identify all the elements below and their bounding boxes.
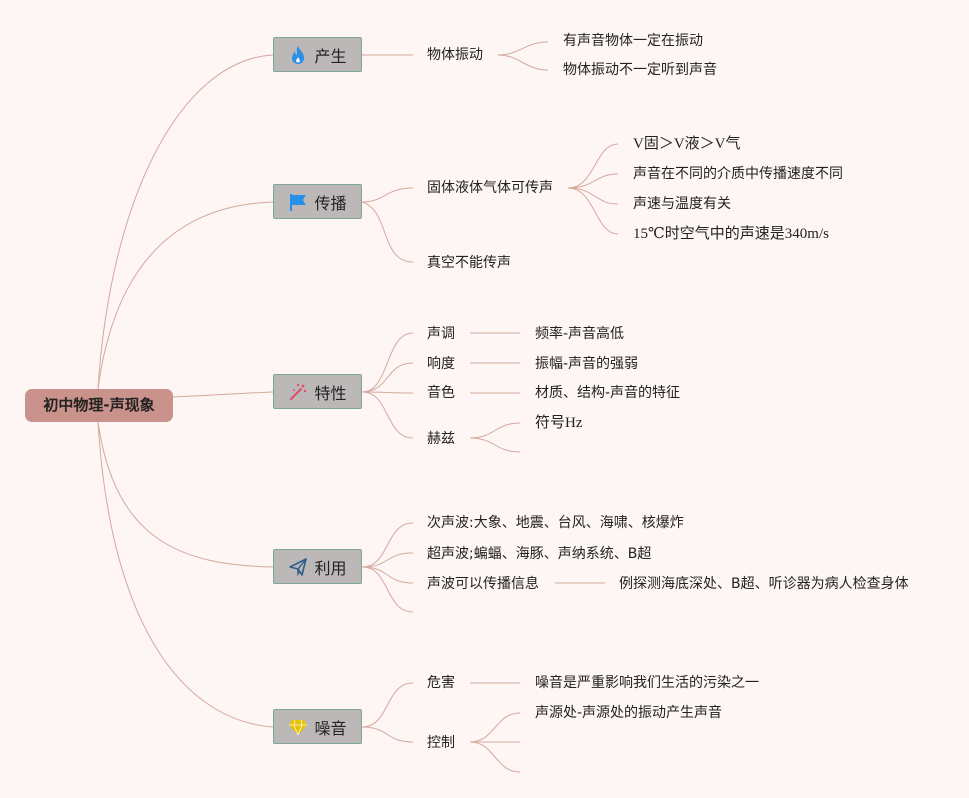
- topic-node[interactable]: 音色: [427, 385, 455, 401]
- topic-node[interactable]: 固体液体气体可传声: [427, 180, 553, 196]
- topic-node[interactable]: 声调: [427, 326, 455, 342]
- branch-label: 传播: [314, 193, 347, 213]
- connector: [361, 682, 414, 728]
- topic-node[interactable]: 控制: [427, 735, 455, 751]
- root-node[interactable]: 初中物理-声现象: [25, 389, 173, 422]
- topic-node[interactable]: 赫兹: [427, 431, 455, 447]
- connector: [361, 552, 414, 568]
- connector: [469, 741, 521, 773]
- topic-node[interactable]: 危害: [427, 675, 455, 691]
- magic-wand-icon: [288, 382, 308, 402]
- connector: [469, 422, 521, 439]
- connector: [567, 173, 619, 189]
- paper-plane-icon: [288, 557, 308, 577]
- topic-node[interactable]: 声波可以传播信息: [427, 576, 539, 592]
- leaf-node[interactable]: 频率-声音高低: [535, 326, 625, 342]
- leaf-node[interactable]: 振幅-声音的强弱: [535, 356, 639, 372]
- topic-node[interactable]: 超声波;蝙蝠、海豚、声纳系统、B超: [427, 546, 652, 562]
- branch-label: 噪音: [314, 718, 347, 738]
- topic-node[interactable]: 物体振动: [427, 47, 483, 63]
- topic-node[interactable]: 次声波:大象、地震、台风、海啸、核爆炸: [427, 515, 684, 531]
- connector: [361, 522, 414, 568]
- connector: [97, 54, 274, 390]
- connector: [361, 566, 414, 613]
- connector: [361, 332, 414, 393]
- branch-label: 产生: [314, 46, 347, 66]
- connector: [497, 54, 549, 71]
- connector: [361, 726, 414, 743]
- connector: [97, 201, 274, 390]
- topic-node[interactable]: 真空不能传声: [427, 255, 511, 271]
- branch-node-chansheng[interactable]: 产生: [273, 37, 362, 72]
- connector: [361, 187, 414, 203]
- connector: [567, 187, 619, 235]
- leaf-node[interactable]: 符号Hz: [535, 415, 583, 431]
- branch-node-texing[interactable]: 特性: [273, 374, 362, 409]
- connector: [97, 421, 274, 728]
- flag-icon: [288, 192, 308, 212]
- branch-label: 利用: [314, 558, 347, 578]
- fire-icon: [288, 45, 308, 65]
- leaf-node[interactable]: 例探测海底深处、B超、听诊器为病人检查身体: [619, 576, 909, 592]
- leaf-node[interactable]: V固＞V液＞V气: [633, 136, 741, 152]
- branch-node-zaoyin[interactable]: 噪音: [273, 709, 362, 744]
- connector: [361, 566, 414, 584]
- leaf-node[interactable]: 物体振动不一定听到声音: [563, 62, 717, 78]
- topic-node[interactable]: 响度: [427, 356, 455, 372]
- branch-node-chuanbo[interactable]: 传播: [273, 184, 362, 219]
- leaf-node[interactable]: 有声音物体一定在振动: [563, 33, 703, 49]
- connector: [497, 41, 549, 56]
- connector: [172, 391, 274, 398]
- branch-node-liyong[interactable]: 利用: [273, 549, 362, 584]
- connector: [567, 143, 619, 189]
- connector: [469, 437, 521, 453]
- branch-label: 特性: [314, 383, 347, 403]
- connector: [361, 362, 414, 393]
- diamond-icon: [288, 717, 308, 737]
- connector: [361, 391, 414, 439]
- connector: [97, 421, 274, 568]
- connector: [361, 391, 414, 394]
- leaf-node[interactable]: 声音在不同的介质中传播速度不同: [633, 166, 843, 182]
- connector: [469, 712, 521, 743]
- leaf-node[interactable]: 15℃时空气中的声速是340m/s: [633, 226, 829, 242]
- leaf-node[interactable]: 材质、结构-声音的特征: [535, 385, 681, 401]
- leaf-node[interactable]: 声速与温度有关: [633, 196, 731, 212]
- connector: [567, 187, 619, 205]
- connector: [361, 201, 414, 263]
- leaf-node[interactable]: 噪音是严重影响我们生活的污染之一: [535, 675, 759, 691]
- leaf-node[interactable]: 声源处-声源处的振动产生声音: [535, 705, 723, 721]
